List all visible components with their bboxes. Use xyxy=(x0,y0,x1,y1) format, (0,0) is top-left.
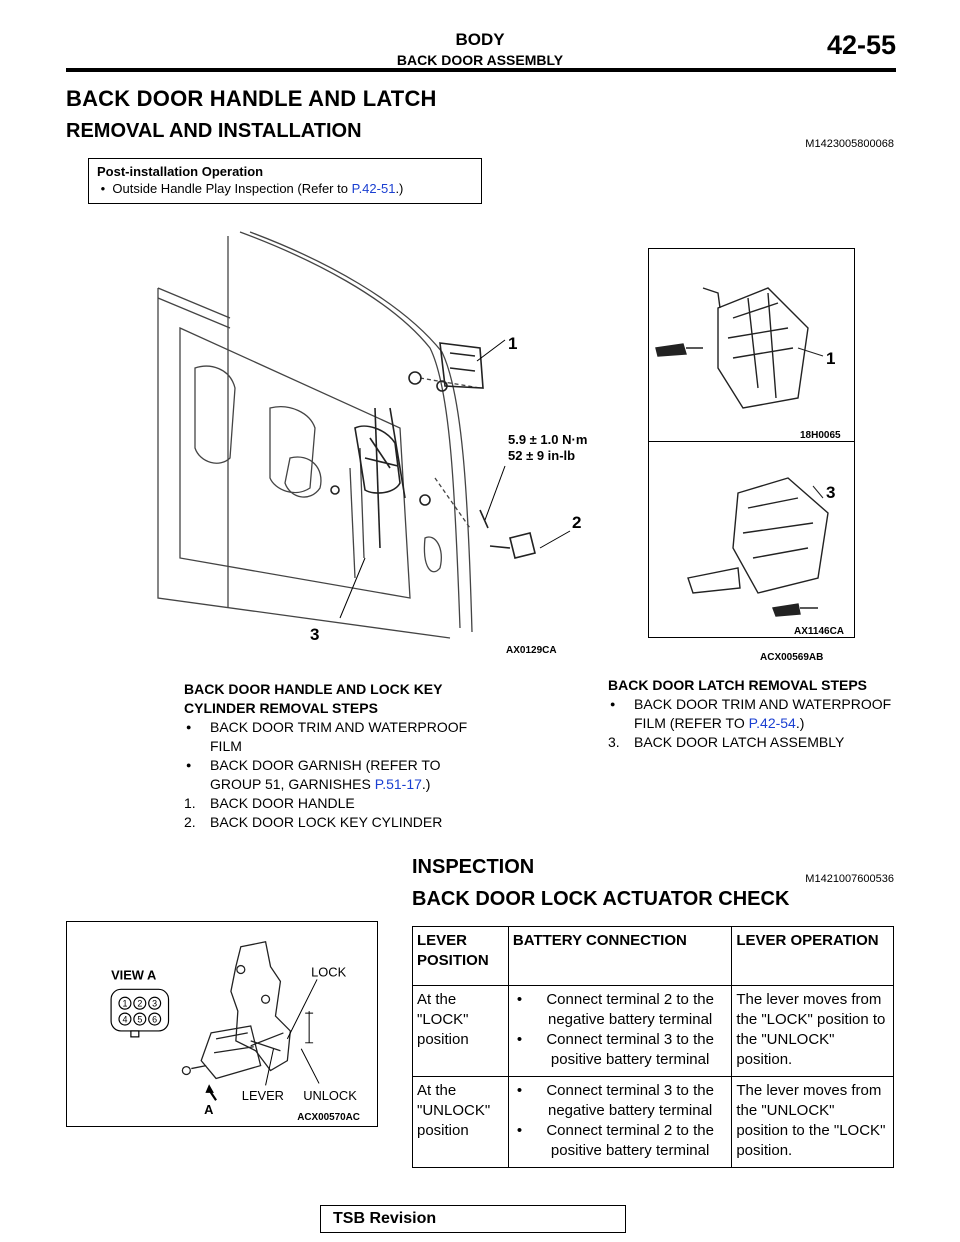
table-row: At the "LOCK" position Connect terminal … xyxy=(412,985,894,1077)
handle-removal-steps: BACK DOOR HANDLE AND LOCK KEY CYLINDER R… xyxy=(184,680,484,832)
post-item-suffix: .) xyxy=(395,181,404,196)
connection-step: Connect terminal 2 to the positive batte… xyxy=(513,1121,727,1161)
post-installation-title: Post-installation Operation xyxy=(97,164,264,179)
connector-icon xyxy=(110,988,170,1038)
torque-nm: 5.9 ± 1.0 N·m xyxy=(508,432,587,447)
actuator-check-table: LEVER POSITION BATTERY CONNECTION LEVER … xyxy=(412,926,894,1168)
handle-step-bullet-2: BACK DOOR GARNISH (REFER TO GROUP 51, GA… xyxy=(184,756,484,794)
latch-removal-steps: BACK DOOR LATCH REMOVAL STEPS BACK DOOR … xyxy=(608,676,894,752)
inspection-code: M1421007600536 xyxy=(805,873,894,885)
connection-step: Connect terminal 3 to the positive batte… xyxy=(513,1030,727,1070)
side-callout-3: 3 xyxy=(826,483,835,502)
actuator-figure-code: ACX00570AC xyxy=(297,1112,360,1123)
removal-heading: REMOVAL AND INSTALLATION xyxy=(66,120,362,142)
handle-bullet-2-text: BACK DOOR GARNISH (REFER TO GROUP 51, GA… xyxy=(210,757,441,792)
pin-3: 3 xyxy=(152,999,157,1009)
pin-6: 6 xyxy=(152,1015,157,1025)
door-exploded-figure: 1 2 3 5.9 ± 1.0 N·m 52 ± 9 in-lb AX0129C… xyxy=(157,231,587,656)
handle-step-bullet-1: BACK DOOR TRIM AND WATERPROOF FILM xyxy=(184,718,484,756)
handle-step-1-text: BACK DOOR HANDLE xyxy=(210,795,355,811)
post-item-link[interactable]: P.42-51 xyxy=(351,181,396,196)
side-callout-1: 1 xyxy=(826,349,835,368)
side-code-outer: ACX00569AB xyxy=(760,652,823,663)
post-installation-item: • Outside Handle Play Inspection (Refer … xyxy=(97,181,404,196)
cell-connection: Connect terminal 2 to the negative batte… xyxy=(507,985,733,1077)
latch-step-3-num: 3. xyxy=(608,734,620,750)
unlock-label: UNLOCK xyxy=(303,1088,357,1103)
main-callout-3: 3 xyxy=(310,625,319,644)
handle-step-1: 1. BACK DOOR HANDLE xyxy=(184,794,484,813)
latch-bullet-1-suffix: .) xyxy=(795,715,805,731)
handle-step-2: 2. BACK DOOR LOCK KEY CYLINDER xyxy=(184,813,484,832)
cell-operation: The lever moves from the "LOCK" position… xyxy=(731,985,894,1077)
pin-5: 5 xyxy=(137,1015,142,1025)
side-code-top: 18H0065 xyxy=(800,430,841,441)
latch-detail-figure: 1 3 18H0065 AX1146CA ACX00569AB xyxy=(648,248,855,663)
header-section: BODY xyxy=(455,30,505,49)
table-header-row: LEVER POSITION BATTERY CONNECTION LEVER … xyxy=(412,926,894,986)
handle-step-1-num: 1. xyxy=(184,795,196,811)
connection-step: Connect terminal 2 to the negative batte… xyxy=(513,990,727,1030)
lock-label: LOCK xyxy=(311,964,346,979)
lever-label: LEVER xyxy=(242,1088,284,1103)
handle-bullet-2-link[interactable]: P.51-17 xyxy=(374,776,422,792)
handle-step-2-text: BACK DOOR LOCK KEY CYLINDER xyxy=(210,814,443,830)
latch-bullet-1-link[interactable]: P.42-54 xyxy=(748,715,796,731)
actuator-figure: VIEW A 1 2 3 4 5 6 LOCK LEVER UNLOCK A A… xyxy=(66,921,378,1127)
torque-inlb: 52 ± 9 in-lb xyxy=(508,448,575,463)
page-title: BACK DOOR HANDLE AND LATCH xyxy=(66,86,437,111)
cell-position: At the "UNLOCK" position xyxy=(412,1076,509,1168)
table-row: At the "UNLOCK" position Connect termina… xyxy=(412,1076,894,1168)
connection-step: Connect terminal 3 to the negative batte… xyxy=(513,1081,727,1121)
latch-step-3: 3. BACK DOOR LATCH ASSEMBLY xyxy=(608,733,894,752)
view-arrow-label: A xyxy=(204,1102,213,1117)
removal-code: M1423005800068 xyxy=(805,138,894,150)
page-number: 42-55 xyxy=(826,30,896,60)
cell-position: At the "LOCK" position xyxy=(412,985,509,1077)
pin-4: 4 xyxy=(122,1015,127,1025)
tsb-revision-box: TSB Revision xyxy=(320,1205,626,1233)
pin-1: 1 xyxy=(122,999,127,1009)
main-callout-2: 2 xyxy=(572,513,581,532)
cell-connection: Connect terminal 3 to the negative batte… xyxy=(507,1076,733,1168)
handle-step-2-num: 2. xyxy=(184,814,196,830)
actuator-check-heading: BACK DOOR LOCK ACTUATOR CHECK xyxy=(412,888,790,910)
header-rule xyxy=(66,68,896,72)
header-subsection: BACK DOOR ASSEMBLY xyxy=(396,52,564,68)
post-installation-box: Post-installation Operation • Outside Ha… xyxy=(88,158,482,204)
side-code-bottom: AX1146CA xyxy=(794,626,844,637)
latch-step-bullet-1: BACK DOOR TRIM AND WATERPROOF FILM (REFE… xyxy=(608,695,894,733)
latch-bullet-1-text: BACK DOOR TRIM AND WATERPROOF FILM (REFE… xyxy=(634,696,892,731)
main-figure-code: AX0129CA xyxy=(506,645,557,656)
view-a-label: VIEW A xyxy=(111,967,156,982)
latch-steps-title: BACK DOOR LATCH REMOVAL STEPS xyxy=(608,677,868,693)
handle-bullet-2-suffix: .) xyxy=(421,776,431,792)
pin-2: 2 xyxy=(137,999,142,1009)
post-item-text: Outside Handle Play Inspection (Refer to xyxy=(112,181,352,196)
latch-step-3-text: BACK DOOR LATCH ASSEMBLY xyxy=(634,734,845,750)
col-header-battery-connection: BATTERY CONNECTION xyxy=(507,926,733,986)
main-callout-1: 1 xyxy=(508,334,517,353)
cell-operation: The lever moves from the "UNLOCK" positi… xyxy=(731,1076,894,1168)
latch-detail-bottom-panel xyxy=(648,441,855,638)
col-header-lever-operation: LEVER OPERATION xyxy=(731,926,894,986)
col-header-lever-position: LEVER POSITION xyxy=(412,926,509,986)
handle-steps-title: BACK DOOR HANDLE AND LOCK KEY CYLINDER R… xyxy=(184,681,443,716)
inspection-heading: INSPECTION xyxy=(412,856,535,878)
